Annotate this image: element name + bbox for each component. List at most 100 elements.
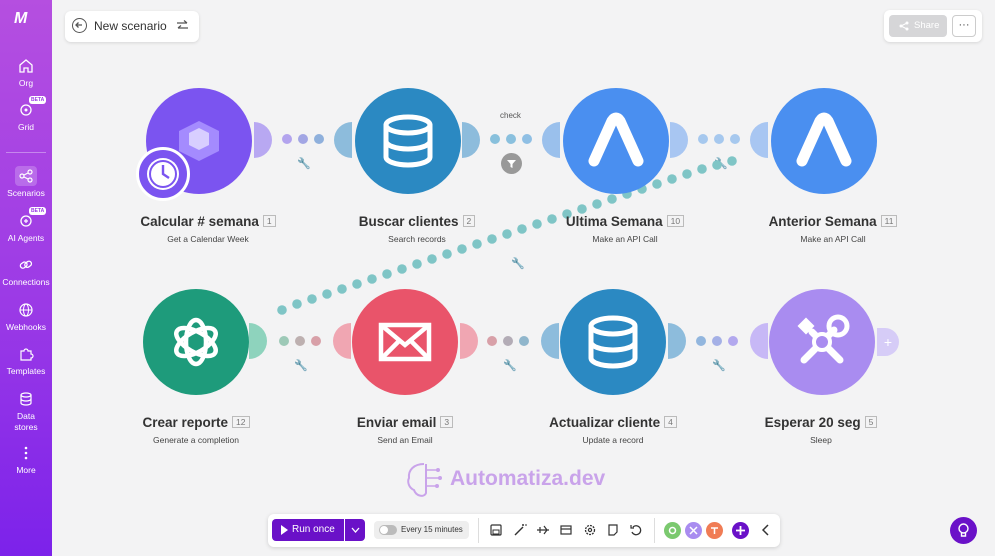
link-icon <box>19 260 33 269</box>
sidebar-item-label: Webhooks <box>5 322 46 332</box>
globe-icon <box>19 303 33 317</box>
module-action: Make an API Call <box>800 234 866 244</box>
module-anterior-semana[interactable] <box>771 88 877 194</box>
schedule-toggle[interactable]: Every 15 minutes <box>374 521 469 539</box>
share-button[interactable]: Share <box>889 15 947 37</box>
tools-module-icon <box>797 314 850 364</box>
filter-label[interactable]: check <box>500 111 521 120</box>
header-actions: Share ··· <box>884 10 982 42</box>
connector-dot <box>279 336 289 346</box>
module-ultima-semana[interactable] <box>563 88 669 194</box>
toggle-switch[interactable] <box>379 525 397 535</box>
sidebar-item-data-stores[interactable]: Data stores <box>0 389 52 433</box>
openai-module-icon <box>174 317 218 367</box>
connector-dot <box>314 134 324 144</box>
data-structure-icon[interactable] <box>559 523 573 537</box>
module-number: 12 <box>232 416 250 428</box>
sidebar-item-templates[interactable]: Templates <box>0 344 52 376</box>
add-module-icon[interactable]: + <box>877 328 899 356</box>
sidebar-item-label: Data stores <box>14 411 38 432</box>
schedule-label: Every 15 minutes <box>401 525 463 534</box>
scenario-toolbar: Run once Every 15 minutes <box>268 514 780 547</box>
toolbar-divider <box>478 518 479 543</box>
help-bulb-button[interactable] <box>950 517 977 544</box>
settings-gear-icon[interactable] <box>583 523 597 537</box>
chevron-left-icon[interactable] <box>759 523 773 537</box>
more-options-button[interactable]: ··· <box>952 15 976 37</box>
sidebar-item-ai-agents[interactable]: BETA AI Agents <box>0 207 52 243</box>
brain-icon <box>407 463 442 497</box>
connector-dot <box>282 134 292 144</box>
sidebar-item-connections[interactable]: Connections <box>0 255 52 287</box>
module-name: Calcular # semana <box>140 214 259 229</box>
module-action: Make an API Call <box>592 234 658 244</box>
connector-dot <box>487 336 497 346</box>
module-crear-reporte[interactable] <box>143 289 249 395</box>
scenario-name[interactable]: New scenario <box>94 19 167 33</box>
connector-ear <box>333 323 351 359</box>
module-number: 1 <box>262 215 276 227</box>
tools-app-icon[interactable] <box>664 522 681 539</box>
module-name: Ultima Semana <box>565 214 663 229</box>
save-icon[interactable] <box>489 523 503 537</box>
module-esperar-20-seg[interactable] <box>769 289 875 395</box>
sidebar-item-label: AI Agents <box>7 233 45 243</box>
run-options-dropdown[interactable] <box>345 519 365 541</box>
back-arrow-icon[interactable] <box>72 18 87 33</box>
wrench-icon[interactable]: 🔧 <box>297 158 311 170</box>
add-app-button[interactable] <box>732 522 749 539</box>
scenario-title-card: New scenario <box>65 11 199 42</box>
connector-dot <box>522 134 532 144</box>
connector-dot <box>298 134 308 144</box>
connector-dot <box>490 134 500 144</box>
run-once-button[interactable]: Run once <box>272 519 344 541</box>
connector-dot <box>728 336 738 346</box>
grid-icon <box>20 104 32 116</box>
sidebar-item-org[interactable]: Org <box>0 56 52 88</box>
beta-badge: BETA <box>29 207 47 215</box>
make-logo[interactable]: M <box>14 10 27 27</box>
connector-ear <box>254 122 272 158</box>
sidebar-item-more[interactable]: More <box>0 443 52 475</box>
module-name: Enviar email <box>356 415 437 430</box>
sidebar-item-label: Org <box>18 78 34 88</box>
swap-icon[interactable] <box>176 19 189 32</box>
lightbulb-icon <box>958 523 969 537</box>
undo-icon[interactable] <box>629 523 643 537</box>
connector-dot <box>295 336 305 346</box>
chevron-down-icon <box>351 527 359 533</box>
module-name: Anterior Semana <box>768 214 877 229</box>
connector-ear <box>750 323 768 359</box>
magic-wand-icon[interactable] <box>513 523 527 537</box>
puzzle-icon <box>20 348 34 361</box>
module-buscar-clientes[interactable] <box>355 88 461 194</box>
flow-control-icon[interactable] <box>685 522 702 539</box>
sidebar-item-label: Connections <box>2 277 50 287</box>
wrench-icon[interactable]: 🔧 <box>294 360 308 372</box>
wrench-icon[interactable]: 🔧 <box>503 360 517 372</box>
module-action: Update a record <box>582 435 644 445</box>
calendar-module-icon <box>179 121 219 161</box>
module-calcular-semana[interactable] <box>146 88 252 194</box>
sidebar-item-grid[interactable]: BETA Grid <box>0 96 52 132</box>
connector-ear <box>249 323 267 359</box>
sidebar-item-scenarios[interactable]: Scenarios <box>0 166 52 198</box>
sidebar-divider <box>6 152 46 153</box>
sidebar-item-webhooks[interactable]: Webhooks <box>0 300 52 332</box>
wrench-icon[interactable]: 🔧 <box>511 258 525 270</box>
connector-dot <box>714 134 724 144</box>
text-parser-icon[interactable] <box>706 522 723 539</box>
database-module-icon <box>383 114 433 168</box>
wrench-icon[interactable]: 🔧 <box>712 360 726 372</box>
notes-icon[interactable] <box>606 523 620 537</box>
plane-icon[interactable] <box>536 523 550 537</box>
connector-ear <box>541 323 559 359</box>
filter-funnel-icon[interactable] <box>501 153 522 174</box>
http-module-icon <box>588 112 644 167</box>
module-actualizar-cliente[interactable] <box>560 289 666 395</box>
module-enviar-email[interactable] <box>352 289 458 395</box>
